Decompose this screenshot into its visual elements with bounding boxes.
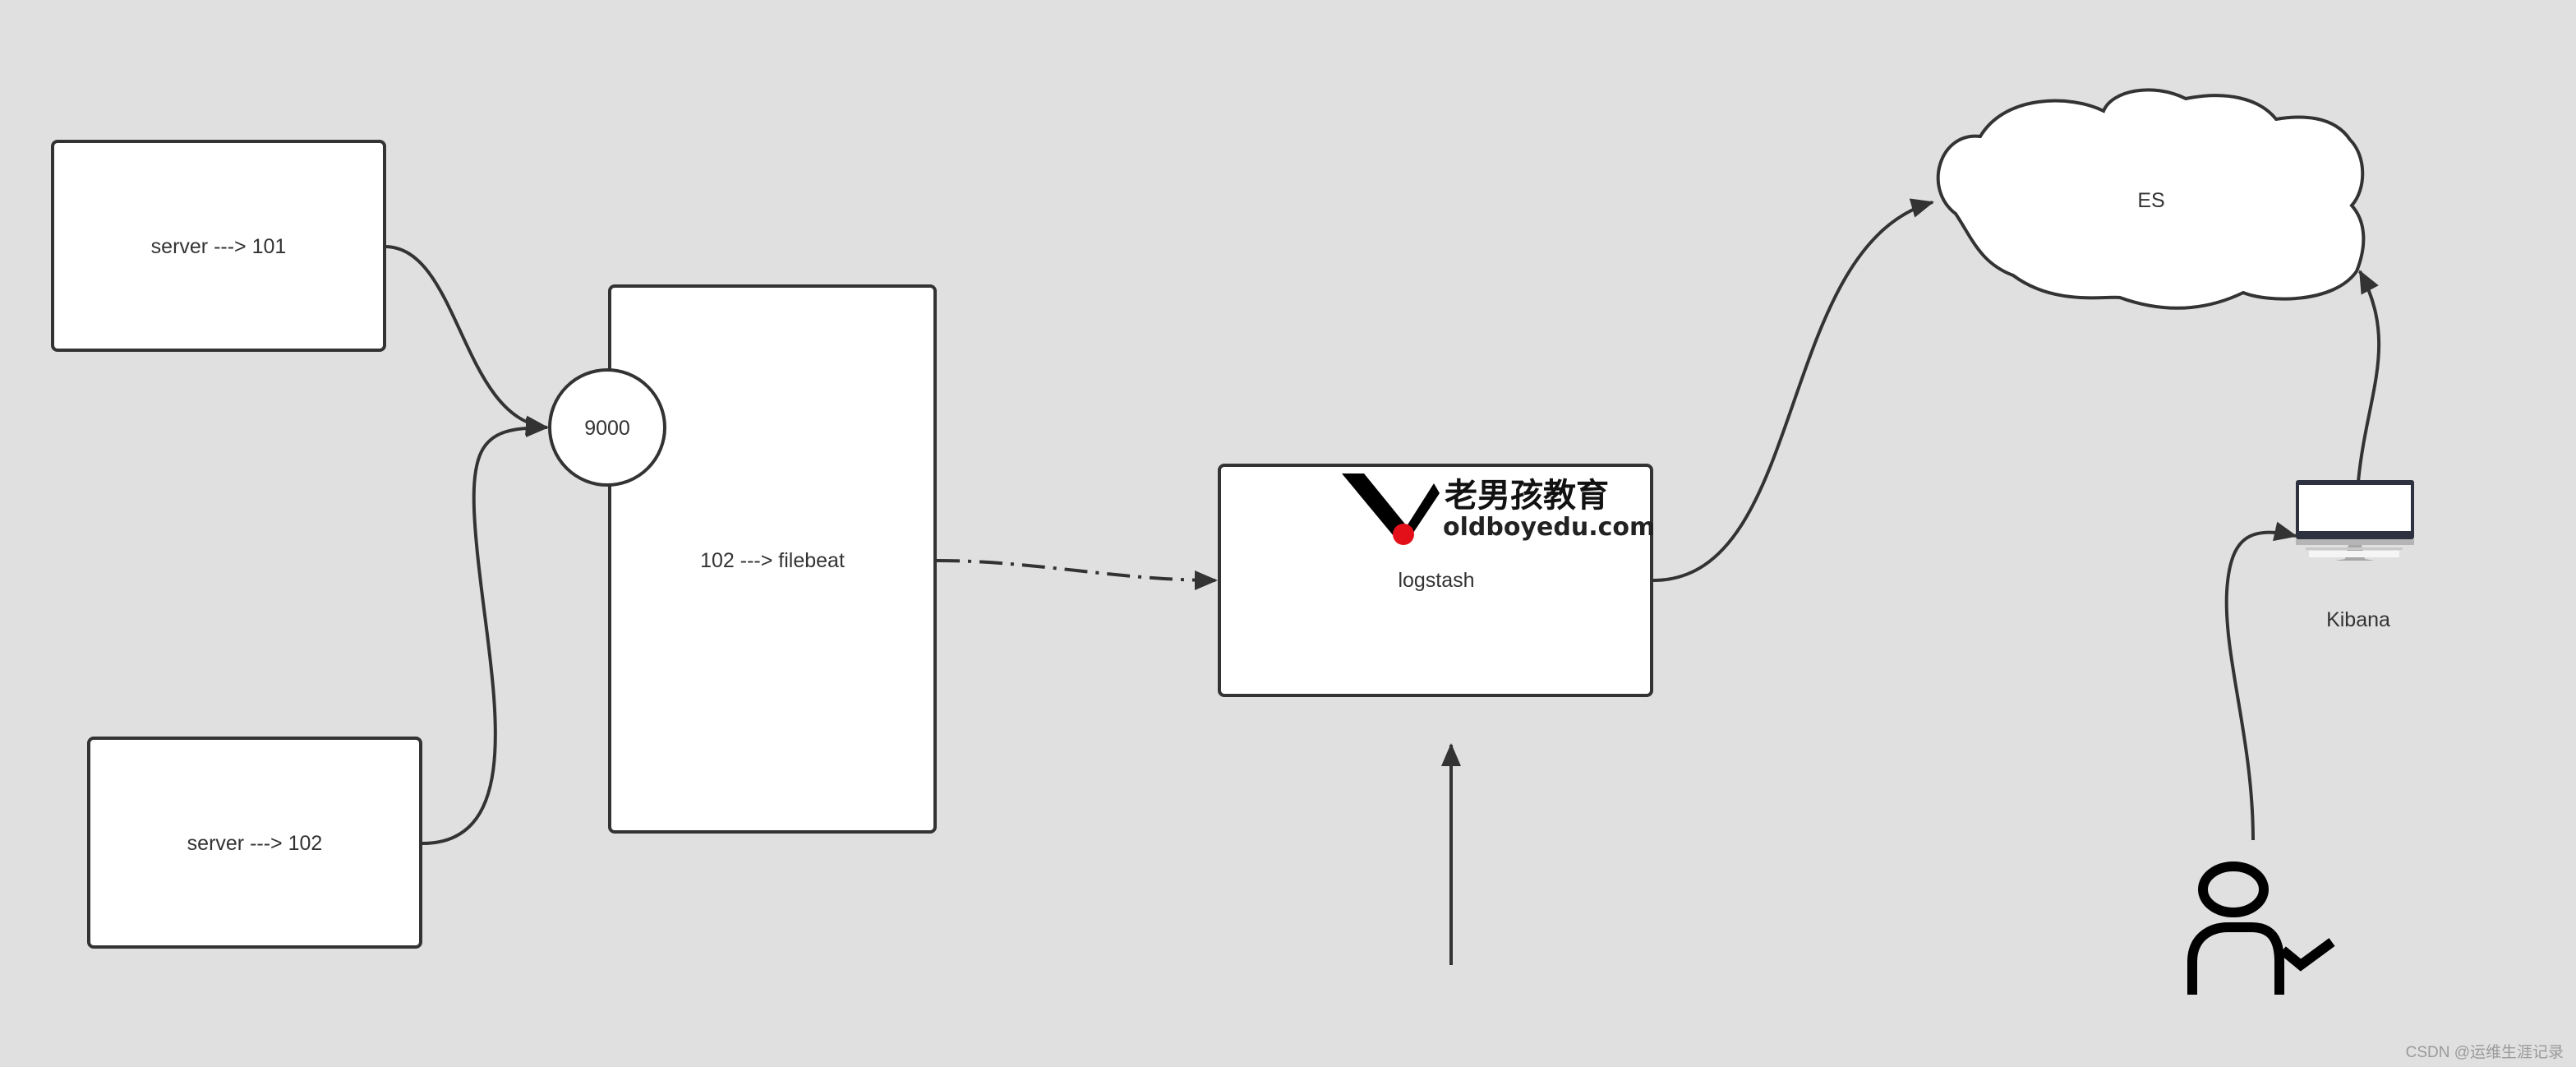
es-label: ES [2137, 189, 2164, 212]
user-check-icon [2187, 861, 2335, 995]
edge-kibana-to-es[interactable] [2357, 270, 2381, 483]
node-server-102[interactable]: server ---> 102 [87, 737, 422, 949]
logo-en: oldboyedu.com [1443, 513, 1655, 542]
filebeat-label: 102 ---> filebeat [700, 549, 845, 572]
edge-user-to-kibana[interactable] [2224, 521, 2297, 841]
edge-logstash-to-es[interactable] [1652, 198, 1934, 582]
logo-cn: 老男孩教育 [1445, 477, 1609, 515]
watermark: CSDN @运维生涯记录 [2406, 1043, 2564, 1061]
node-filebeat[interactable]: 102 ---> filebeat [608, 284, 937, 834]
node-server-101[interactable]: server ---> 101 [51, 140, 386, 352]
port-label: 9000 [584, 417, 630, 440]
node-port-9000[interactable]: 9000 [548, 368, 666, 487]
server-101-label: server ---> 101 [151, 235, 287, 258]
edge-server101-to-port[interactable] [384, 245, 549, 436]
edge-filebeat-to-logstash[interactable] [936, 559, 1218, 590]
monitor-icon [2296, 480, 2414, 561]
edge-server102-to-port[interactable] [422, 418, 549, 845]
node-kibana[interactable]: Kibana [2296, 480, 2414, 631]
server-102-label: server ---> 102 [187, 832, 323, 855]
oldboyedu-logo: 老男孩教育 oldboyedu.com [1342, 473, 1655, 545]
node-es[interactable]: ES [1936, 88, 2366, 310]
logstash-label: logstash [1398, 569, 1474, 592]
kibana-label: Kibana [2326, 608, 2390, 631]
node-logstash[interactable]: logstash 老男孩教育 oldboyedu.com [1218, 464, 1655, 697]
